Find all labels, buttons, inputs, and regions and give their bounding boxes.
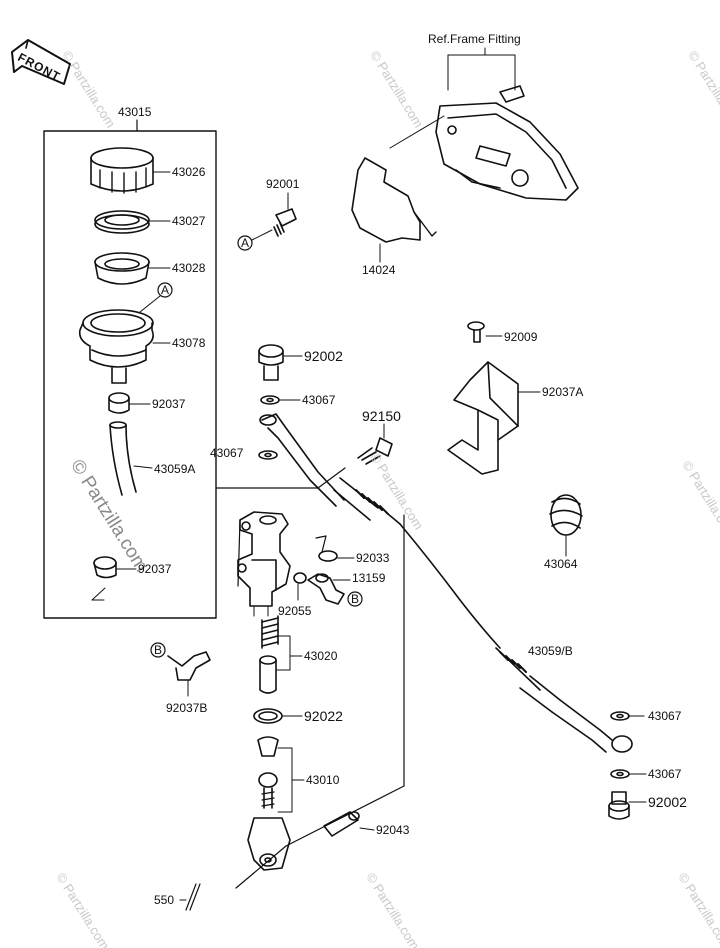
push-rod-43010-part [247,736,305,871]
washer-92033-part [315,535,355,562]
label-13159: 13159 [352,571,386,585]
frame-fitting-bracket [389,47,579,201]
circlip-92022-part [253,708,303,724]
hose-clamp-lower-part [91,556,137,601]
label-92009: 92009 [504,330,538,344]
fitting-13159-part [307,573,363,607]
pin-92043-part [323,811,375,837]
label-43028: 43028 [172,261,206,275]
label-43026: 43026 [172,165,206,179]
label-43078: 43078 [172,336,206,350]
label-92002-top: 92002 [304,348,343,364]
label-14024: 14024 [362,263,396,277]
label-92037b: 92037B [166,701,208,715]
hose-clamp-upper-part [108,392,151,414]
ref-a-marker-2: A [241,236,250,250]
reservoir-hose-part [109,421,153,496]
reservoir-kit-bracket [43,119,346,619]
o-ring-92055-part [293,572,307,601]
bracket-92037a-part [447,361,541,475]
label-92043: 92043 [376,823,410,837]
front-arrow-icon [11,39,71,85]
label-43064: 43064 [544,557,578,571]
piston-spring-43020-part [259,615,303,694]
ref-b-marker-2: B [154,643,163,657]
label-92022: 92022 [304,708,343,724]
label-43067-d: 43067 [648,767,682,781]
diaphragm-part [94,252,171,285]
label-43020: 43020 [304,649,338,663]
label-43027: 43027 [172,214,206,228]
label-92001: 92001 [266,177,300,191]
ref-a-marker-1: A [161,283,170,297]
cover-14024-part [351,157,437,263]
label-43067-c: 43067 [648,709,682,723]
master-cylinder-body-part [237,511,291,617]
washer-43067-c-part [610,711,630,721]
bolt-92150-part [357,423,393,465]
screw-92009-part [467,321,503,343]
label-43067-b: 43067 [210,446,244,460]
washer-43067-b-part [258,450,278,460]
banjo-bolt-top-part [258,344,303,381]
label-92002-bottom: 92002 [648,794,687,810]
label-43015: 43015 [118,105,152,119]
label-92037-top: 92037 [152,397,186,411]
diaphragm-plate-part [94,210,171,234]
washer-43067-a-part [260,395,301,405]
hose-clamp-92037b-part [150,642,211,697]
brake-hose-part [259,413,645,753]
label-43067-a: 43067 [302,393,336,407]
banjo-bolt-bottom-part [608,791,647,820]
bolt-92001-part [237,192,297,251]
washer-43067-d-part [610,769,647,779]
grommet-43064-part [549,494,583,557]
label-550: 550 [154,893,175,907]
reservoir-part [78,309,171,384]
label-92037a: 92037A [542,385,584,399]
label-92055: 92055 [278,604,312,618]
cotter-pin-550-part [179,883,201,911]
ref-b-marker-1: B [351,592,360,606]
label-43010: 43010 [306,773,340,787]
ref-frame-fitting-label: Ref.Frame Fitting [428,32,521,46]
label-92033: 92033 [356,551,390,565]
label-43059a: 43059A [154,462,196,476]
assembly-outline [235,514,405,889]
label-43059b: 43059/B [528,644,573,658]
label-92150: 92150 [362,408,401,424]
reservoir-cap-part [90,147,171,194]
label-92037-bottom: 92037 [138,562,172,576]
